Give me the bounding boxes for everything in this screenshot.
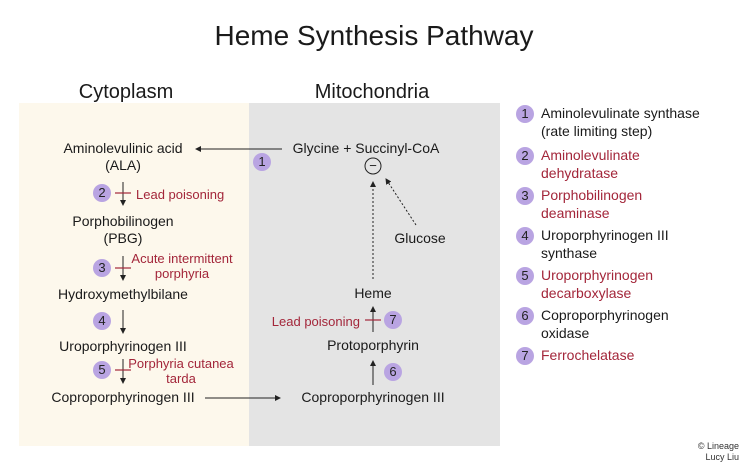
- node-heme: Heme: [354, 285, 392, 301]
- legend-item-text: Ferrochelatase: [541, 347, 635, 363]
- legend-item-text: (rate limiting step): [541, 123, 653, 139]
- mitochondria-panel: [249, 103, 500, 446]
- node-pbg-line2: (PBG): [103, 230, 143, 246]
- legend-item-1: Aminolevulinate synthase (rate limiting s…: [541, 104, 700, 140]
- legend-badge-3: 3: [516, 187, 534, 205]
- node-ala-line1: Aminolevulinic acid: [63, 140, 183, 156]
- legend-badge-2: 2: [516, 147, 534, 165]
- legend-item-3: Porphobilinogen deaminase: [541, 186, 642, 222]
- disease-step3: Acute intermittent porphyria: [131, 251, 232, 281]
- step-badge-6: 6: [384, 363, 402, 381]
- page-title: Heme Synthesis Pathway: [214, 20, 534, 51]
- legend-badge-7: 7: [516, 347, 534, 365]
- legend-item-text: oxidase: [541, 325, 590, 341]
- disease-step3-line1: Acute intermittent: [131, 251, 233, 266]
- legend-badge-1: 1: [516, 105, 534, 123]
- node-hydroxymethylbilane: Hydroxymethylbilane: [58, 286, 188, 302]
- legend-item-5: Uroporphyrinogen decarboxylase: [541, 266, 653, 302]
- mitochondria-header: Mitochondria: [314, 81, 430, 103]
- node-glucose: Glucose: [394, 230, 446, 246]
- legend-badge-6: 6: [516, 307, 534, 325]
- disease-step5-line2: tarda: [166, 371, 196, 386]
- cytoplasm-panel: [19, 103, 249, 446]
- legend-item-text: Uroporphyrinogen: [541, 267, 654, 283]
- node-ala: Aminolevulinic acid (ALA): [63, 140, 182, 174]
- node-ala-line2: (ALA): [105, 157, 141, 173]
- node-coproporphyrinogen-cytoplasm: Coproporphyrinogen III: [51, 389, 195, 405]
- step-badge-7: 7: [384, 311, 402, 329]
- legend-item-text: deaminase: [541, 205, 610, 221]
- legend-item-text: Aminolevulinate: [541, 147, 640, 163]
- legend-item-text: Coproporphyrinogen: [541, 307, 669, 323]
- disease-step7: Lead poisoning: [271, 314, 360, 329]
- step-badge-1: 1: [253, 153, 271, 171]
- disease-step5: Porphyria cutanea tarda: [128, 356, 234, 386]
- legend-item-text: Porphobilinogen: [541, 187, 643, 203]
- legend-badge-5: 5: [516, 267, 534, 285]
- inhibition-symbol: −: [369, 158, 377, 173]
- disease-step2: Lead poisoning: [136, 187, 225, 202]
- disease-step3-line2: porphyria: [154, 266, 210, 281]
- legend-item-text: decarboxylase: [541, 285, 632, 301]
- legend-item-6: Coproporphyrinogen oxidase: [541, 306, 669, 342]
- copyright: © Lineage Lucy Liu: [698, 441, 739, 463]
- node-pbg-line1: Porphobilinogen: [72, 213, 174, 229]
- step-badge-2: 2: [93, 184, 111, 202]
- legend-item-text: Aminolevulinate synthase: [541, 105, 700, 121]
- legend-item-2: Aminolevulinate dehydratase: [541, 146, 640, 182]
- node-glycine-succinyl-coa: Glycine + Succinyl-CoA: [292, 140, 440, 156]
- step-badge-3: 3: [93, 259, 111, 277]
- inhibition-circle: [364, 157, 382, 175]
- step-badge-5: 5: [93, 361, 111, 379]
- node-coproporphyrinogen-mitochondria: Coproporphyrinogen III: [301, 389, 445, 405]
- disease-step5-line1: Porphyria cutanea: [128, 356, 234, 371]
- copyright-line1: © Lineage: [697, 441, 739, 451]
- node-protoporphyrin: Protoporphyrin: [327, 337, 419, 353]
- legend-badge-4: 4: [516, 227, 534, 245]
- glucose-feedback-arrow: [385, 178, 417, 226]
- legend-item-4: Uroporphyrinogen III synthase: [541, 226, 669, 262]
- legend-item-text: synthase: [541, 245, 598, 261]
- legend-item-text: Uroporphyrinogen III: [541, 227, 669, 243]
- legend-item-7: Ferrochelatase: [541, 346, 634, 364]
- step-badge-4: 4: [93, 312, 111, 330]
- cytoplasm-header: Cytoplasm: [78, 81, 174, 103]
- node-uroporphyrinogen: Uroporphyrinogen III: [59, 338, 187, 354]
- legend-item-text: dehydratase: [541, 165, 619, 181]
- node-pbg: Porphobilinogen (PBG): [72, 213, 173, 247]
- copyright-line2: Lucy Liu: [705, 452, 739, 462]
